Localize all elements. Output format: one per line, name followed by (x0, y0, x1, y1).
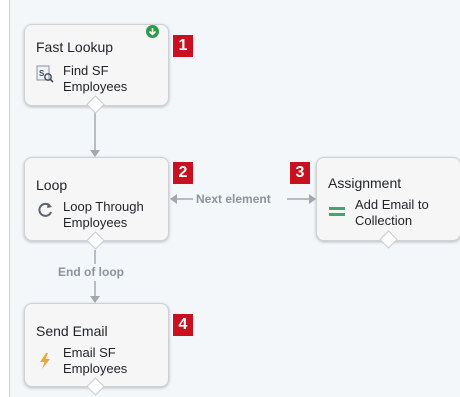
node-type-label: Loop (36, 177, 68, 193)
node-label-line-1: Add Email to (355, 197, 429, 212)
send-email-node[interactable]: Send Email Email SF Employees (24, 303, 169, 387)
node-label-line-1: Loop Through (63, 199, 144, 214)
send-email-icon (36, 352, 54, 370)
fast-lookup-icon: S (36, 65, 54, 83)
loop-node[interactable]: Loop Loop Through Employees (24, 157, 169, 241)
node-label-line-2: Employees (63, 361, 128, 376)
node-label-line-2: Employees (63, 79, 128, 94)
node-label-line-2: Collection (355, 213, 413, 228)
node-type-label: Assignment (328, 175, 402, 191)
node-badge: 1 (173, 35, 193, 57)
node-type-label: Fast Lookup (36, 39, 114, 55)
loop-icon (36, 201, 54, 219)
node-label-line-1: Email SF (63, 345, 116, 360)
node-badge: 2 (173, 162, 193, 184)
end-of-loop-label: End of loop (58, 265, 124, 279)
node-badge: 3 (290, 162, 310, 184)
node-type-label: Send Email (36, 323, 108, 339)
fast-lookup-node[interactable]: Fast Lookup S Find SF Employees (24, 24, 169, 106)
node-label-line-1: Find SF (63, 63, 109, 78)
assignment-icon (328, 203, 346, 221)
node-label-line-2: Employees (63, 215, 128, 230)
svg-text:S: S (39, 69, 45, 78)
next-element-label: Next element (196, 192, 271, 206)
node-badge: 4 (173, 314, 193, 336)
assignment-node[interactable]: Assignment Add Email to Collection (316, 157, 460, 241)
start-icon (146, 25, 159, 38)
